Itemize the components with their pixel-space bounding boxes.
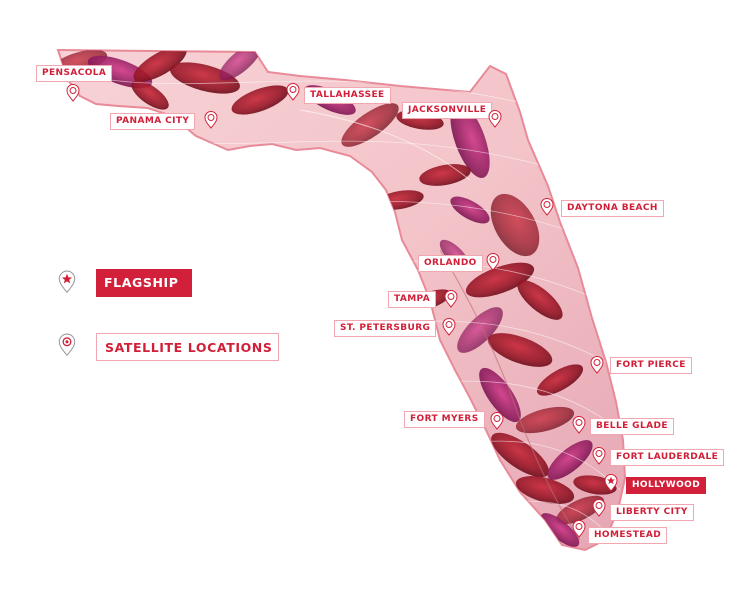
label-homestead[interactable]: HOMESTEAD xyxy=(588,527,668,544)
blood-cell xyxy=(547,440,593,480)
cell-pin-icon[interactable] xyxy=(488,110,502,128)
cell-pin-icon[interactable] xyxy=(66,84,80,102)
blood-cell xyxy=(490,193,540,257)
label-tampa[interactable]: TAMPA xyxy=(388,291,437,308)
blood-cell xyxy=(170,62,240,94)
legend-satellite-label: SATELLITE LOCATIONS xyxy=(96,333,279,361)
blood-cell xyxy=(536,364,584,396)
label-fort-pierce[interactable]: FORT PIERCE xyxy=(610,357,692,374)
blood-cell xyxy=(341,103,399,147)
star-pin-icon[interactable] xyxy=(604,474,618,492)
label-jacksonville[interactable]: JACKSONVILLE xyxy=(402,102,493,119)
cell-pin-icon[interactable] xyxy=(592,447,606,465)
label-orlando[interactable]: ORLANDO xyxy=(418,255,483,272)
blood-cell xyxy=(491,432,549,478)
blood-cell xyxy=(515,406,575,434)
label-st-petersburg[interactable]: ST. PETERSBURG xyxy=(334,320,437,337)
blood-cell xyxy=(487,333,553,367)
blood-cell xyxy=(515,476,575,504)
label-fort-myers[interactable]: FORT MYERS xyxy=(404,411,485,428)
cell-pin-icon[interactable] xyxy=(444,290,458,308)
cell-pin-icon[interactable] xyxy=(204,111,218,129)
cell-pin-icon[interactable] xyxy=(540,198,554,216)
blood-cell xyxy=(219,50,261,81)
blood-cell xyxy=(131,80,169,110)
cell-pin-icon[interactable] xyxy=(592,499,606,517)
cell-pin-icon[interactable] xyxy=(572,520,586,538)
label-daytona-beach[interactable]: DAYTONA BEACH xyxy=(561,200,664,217)
blood-cell xyxy=(556,495,604,525)
cell-pin-icon[interactable] xyxy=(486,253,500,271)
cell-pin-icon[interactable] xyxy=(490,412,504,430)
label-hollywood[interactable]: HOLLYWOOD xyxy=(626,477,707,494)
blood-cell xyxy=(419,164,471,186)
cell-pin-icon[interactable] xyxy=(442,318,456,336)
blood-cell xyxy=(450,196,490,224)
legend-flagship-label: FLAGSHIP xyxy=(96,269,192,297)
label-tallahassee[interactable]: TALLAHASSEE xyxy=(304,87,391,104)
blood-cell xyxy=(133,50,187,82)
cell-pin-icon xyxy=(58,333,76,357)
star-pin-icon xyxy=(58,270,76,294)
label-panama-city[interactable]: PANAMA CITY xyxy=(110,113,196,130)
label-pensacola[interactable]: PENSACOLA xyxy=(36,65,113,82)
blood-cell xyxy=(540,513,580,547)
cell-pin-icon[interactable] xyxy=(286,83,300,101)
label-belle-glade[interactable]: BELLE GLADE xyxy=(590,418,674,435)
cell-pin-icon[interactable] xyxy=(572,416,586,434)
blood-cell xyxy=(231,85,289,115)
blood-cell xyxy=(450,102,490,178)
label-liberty-city[interactable]: LIBERTY CITY xyxy=(610,504,694,521)
cell-pin-icon[interactable] xyxy=(590,356,604,374)
blood-cell xyxy=(517,280,563,320)
blood-cell xyxy=(465,262,535,298)
label-fort-lauderdale[interactable]: FORT LAUDERDALE xyxy=(610,449,725,466)
texture-strand xyxy=(59,69,621,131)
blood-cell xyxy=(457,307,503,353)
